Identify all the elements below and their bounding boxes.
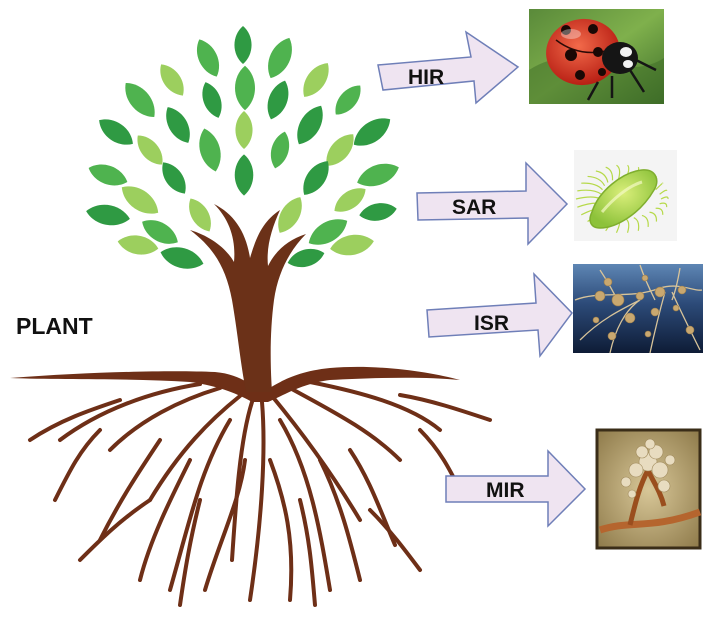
leaf: [348, 111, 396, 153]
root-strand: [270, 460, 291, 600]
leaf: [85, 159, 130, 191]
tree-trunk: [190, 204, 306, 392]
leaf: [183, 194, 217, 235]
root-strand: [250, 402, 264, 600]
leaf: [290, 101, 330, 149]
root-spread: [10, 367, 460, 402]
leaf: [354, 158, 403, 192]
leaf: [94, 113, 138, 152]
ladybug-image: [529, 9, 664, 104]
root-strand: [280, 420, 330, 590]
arrow-mir: MIR: [446, 451, 585, 526]
arrow-isr: ISR: [427, 274, 572, 356]
root-strand: [272, 396, 360, 520]
leaf: [234, 26, 251, 64]
arrow-mir-label: MIR: [486, 479, 525, 502]
leaf: [158, 243, 206, 274]
leaf: [118, 77, 162, 124]
leaf: [267, 129, 293, 170]
leaf: [358, 200, 398, 223]
leaf: [154, 60, 190, 101]
arrow-hir-label: HIR: [408, 66, 444, 89]
leaf: [191, 35, 225, 80]
leaf: [235, 66, 255, 110]
bacterium-image: [574, 150, 677, 241]
arrow-isr-label: ISR: [474, 312, 509, 335]
leaf: [329, 80, 367, 120]
mycorrhizal-image: [597, 430, 700, 548]
root-nodules-image: [573, 264, 703, 353]
arrow-hir-shape: [378, 32, 518, 103]
plant-label: PLANT: [16, 313, 93, 339]
arrow-hir: HIR: [378, 32, 518, 103]
leaf: [84, 201, 131, 228]
leaf: [297, 58, 336, 102]
leaf: [160, 103, 197, 148]
root-strand: [100, 440, 160, 540]
leaf: [235, 111, 252, 149]
leaf: [235, 154, 254, 195]
leaf: [262, 77, 294, 122]
leaf: [262, 34, 299, 83]
roots: [30, 382, 490, 605]
leaf: [197, 79, 226, 121]
root-strand: [110, 388, 220, 450]
arrow-sar: SAR: [417, 163, 567, 244]
root-strand: [30, 400, 120, 440]
leaf: [195, 126, 226, 174]
root-strand: [400, 395, 490, 420]
root-strand: [370, 510, 420, 570]
arrow-sar-label: SAR: [452, 196, 496, 219]
root-strand: [300, 500, 315, 605]
root-strand: [310, 382, 440, 430]
